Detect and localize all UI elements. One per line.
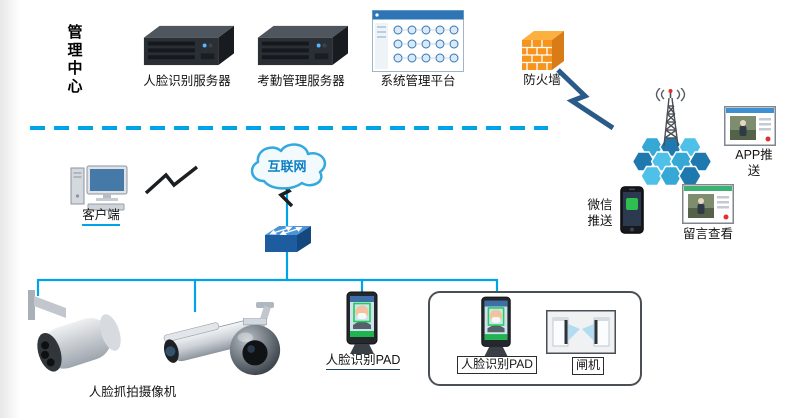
app-screenshot-icon	[724, 106, 776, 146]
internet-label: 互联网	[267, 159, 307, 174]
smartphone-icon	[620, 186, 644, 234]
message-screenshot-icon	[682, 184, 734, 224]
pad-standalone-node	[342, 291, 382, 355]
platform-node	[372, 10, 464, 72]
app-push-label: APP推送	[735, 148, 773, 179]
pad-standalone-label: 人脸识别PAD	[325, 352, 401, 371]
rack-server-icon	[143, 25, 234, 66]
capture-camera-node	[28, 288, 123, 383]
firewall-label: 防火墙	[523, 73, 561, 87]
firewall-node	[518, 28, 566, 74]
tower-node	[644, 88, 696, 148]
gate-label-wrap: 闸机	[564, 357, 612, 375]
cloud-icon	[250, 143, 326, 190]
face-server-node	[138, 22, 236, 69]
platform-screenshot-icon	[372, 10, 464, 72]
attendance-server-node	[252, 22, 350, 69]
app-push-device-node	[724, 106, 776, 146]
client-node	[70, 162, 132, 214]
rack-server-icon	[257, 25, 348, 66]
lightning-client-internet-icon	[144, 165, 199, 195]
left-edge-shade	[0, 0, 20, 418]
lightning-firewall-tower-icon	[556, 68, 615, 131]
face-server-label: 人脸识别服务器	[143, 74, 231, 88]
client-label-wrap: 客户端	[70, 207, 132, 227]
dome-camera-icon	[229, 318, 281, 376]
wechat-phone-node	[620, 186, 644, 234]
panoramic-camera-icon	[28, 290, 121, 372]
pad-standalone-label-wrap: 人脸识别PAD	[318, 352, 408, 371]
pad-gate-node	[477, 296, 515, 357]
platform-label: 系统管理平台	[380, 74, 456, 88]
client-label: 客户端	[82, 207, 120, 227]
attendance-server-label: 考勤管理服务器	[257, 74, 345, 88]
turnstile-gate-icon	[546, 310, 616, 354]
internet-cloud-node	[241, 136, 333, 192]
capture-camera-label: 人脸抓拍摄像机	[88, 385, 177, 399]
switch-icon	[265, 226, 311, 252]
gate-label: 闸机	[571, 357, 604, 375]
firewall-icon	[522, 31, 564, 70]
signal-tower-icon	[655, 88, 686, 147]
management-center-label: 管理中心	[65, 24, 83, 96]
message-view-label: 留言查看	[682, 227, 733, 241]
dome-camera-node	[226, 318, 284, 378]
message-view-device-node	[682, 184, 734, 224]
face-pad-icon	[346, 291, 378, 354]
pad-gate-label-wrap: 人脸识别PAD	[452, 356, 542, 374]
face-pad-icon	[481, 296, 511, 356]
desktop-computer-icon	[70, 165, 128, 211]
gate-node	[546, 310, 616, 354]
wechat-push-label: 微信推送	[587, 198, 613, 229]
switch-node	[262, 224, 314, 256]
gate-pad-group-box	[428, 291, 642, 386]
pad-gate-label: 人脸识别PAD	[457, 356, 537, 374]
